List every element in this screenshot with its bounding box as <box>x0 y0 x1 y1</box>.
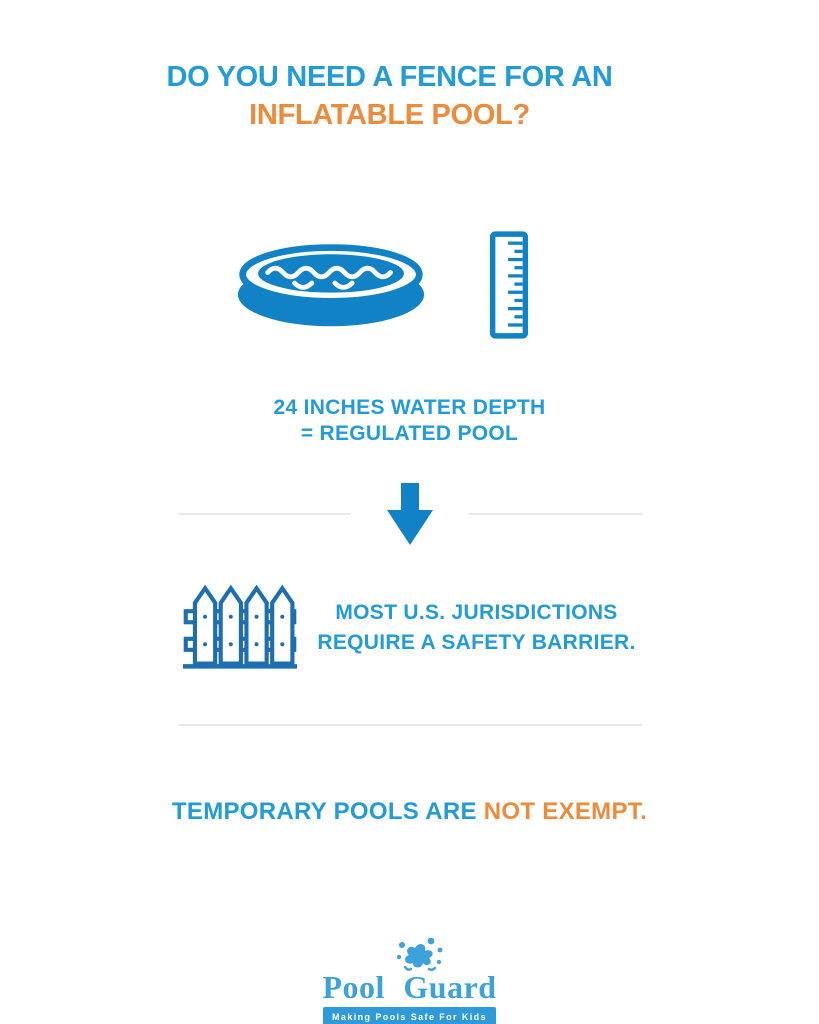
barrier-text: MOST U.S. JURISDICTIONS REQUIRE A SAFETY… <box>317 598 635 658</box>
page-title: DO YOU NEED A FENCE FOR AN INFLATABLE PO… <box>0 0 799 134</box>
exempt-statement: TEMPORARY POOLS ARE NOT EXEMPT. <box>0 798 819 826</box>
flow-section <box>177 481 642 547</box>
water-splash-icon <box>331 937 505 977</box>
picket-fence-icon <box>183 579 298 676</box>
exempt-text-blue: TEMPORARY POOLS ARE <box>171 798 484 825</box>
depth-caption-line-2: = REGULATED POOL <box>300 422 519 445</box>
pool-guard-logo: Pool Guard Making Pools Safe For Kids <box>0 937 819 1024</box>
depth-icons-row <box>0 228 791 347</box>
divider-left <box>177 513 351 515</box>
brand-name: Pool Guard <box>322 969 497 1005</box>
depth-caption-line-1: 24 INCHES WATER DEPTH <box>273 396 546 419</box>
depth-caption: 24 INCHES WATER DEPTH = REGULATED POOL <box>0 395 819 447</box>
barrier-text-line-2: REQUIRE A SAFETY BARRIER. <box>317 630 636 654</box>
down-arrow-icon <box>386 483 433 545</box>
brand-tagline: Making Pools Safe For Kids <box>323 1007 496 1024</box>
exempt-text-orange: NOT EXEMPT. <box>483 798 648 825</box>
page-title-line-1: DO YOU NEED A FENCE FOR AN <box>166 61 613 93</box>
divider-bottom <box>177 724 642 726</box>
page-title-line-2: INFLATABLE POOL? <box>249 99 530 131</box>
ruler-icon <box>489 228 529 347</box>
barrier-section: MOST U.S. JURISDICTIONS REQUIRE A SAFETY… <box>0 579 819 676</box>
barrier-text-line-1: MOST U.S. JURISDICTIONS <box>335 600 618 624</box>
inflatable-pool-icon <box>235 241 427 334</box>
divider-right <box>468 513 642 515</box>
